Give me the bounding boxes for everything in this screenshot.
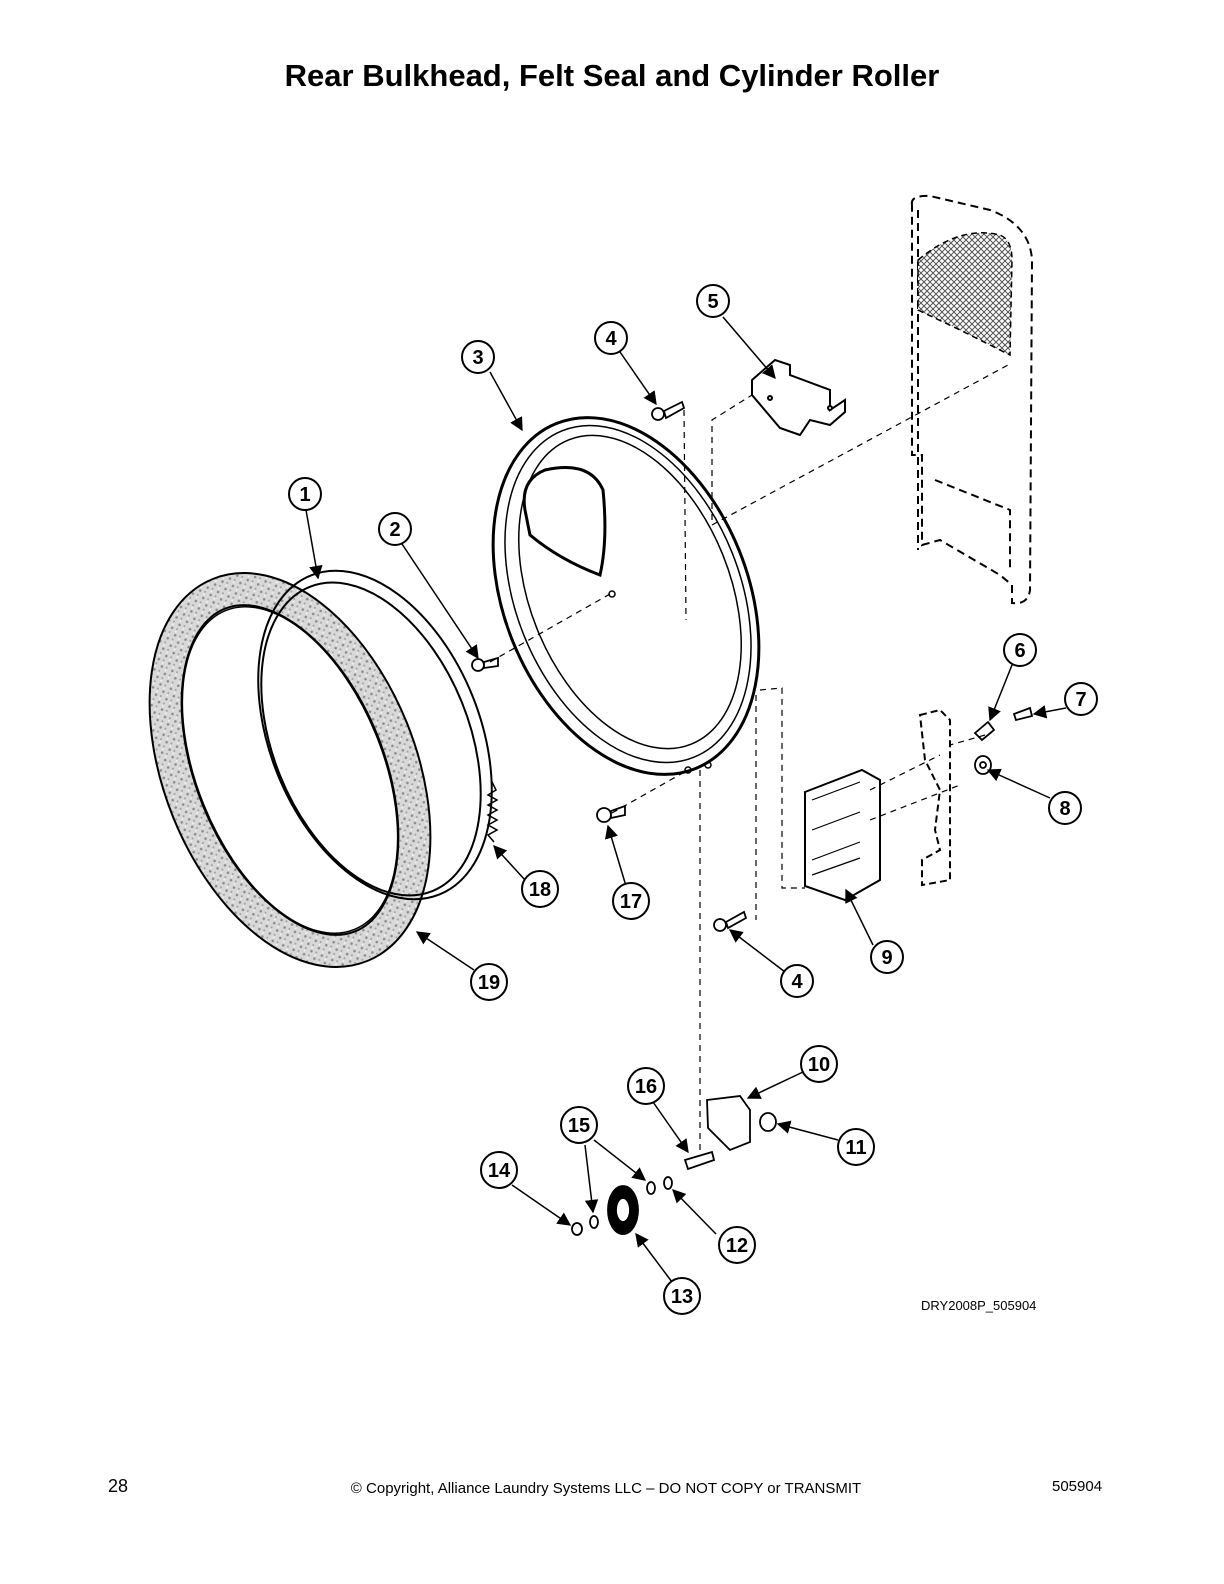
washer-15b <box>589 1215 599 1229</box>
svg-text:4: 4 <box>605 328 617 350</box>
rear-bulkhead <box>491 416 761 776</box>
copyright-notice: © Copyright, Alliance Laundry Systems LL… <box>350 1480 862 1497</box>
svg-text:6: 6 <box>1014 640 1025 662</box>
callout-7: 7 <box>1064 682 1098 716</box>
svg-text:5: 5 <box>707 291 718 313</box>
callout-14: 14 <box>480 1151 518 1189</box>
page-title: Rear Bulkhead, Felt Seal and Cylinder Ro… <box>284 58 940 93</box>
svg-text:9: 9 <box>881 947 892 969</box>
screw-17 <box>596 804 626 823</box>
svg-text:2: 2 <box>389 519 400 541</box>
callout-18: 18 <box>521 870 559 908</box>
screw-4-lower <box>713 910 748 932</box>
callout-12: 12 <box>718 1226 756 1264</box>
callout-16: 16 <box>627 1067 665 1105</box>
roller-shaft <box>683 1150 716 1171</box>
svg-text:14: 14 <box>488 1160 511 1182</box>
tension-spring <box>486 781 499 843</box>
svg-text:13: 13 <box>671 1286 693 1308</box>
callout-4-lower: 4 <box>780 964 814 998</box>
callout-9: 9 <box>870 940 904 974</box>
svg-text:12: 12 <box>726 1235 748 1257</box>
callout-11: 11 <box>837 1128 875 1166</box>
svg-text:15: 15 <box>568 1115 590 1137</box>
callout-17: 17 <box>612 882 650 920</box>
callout-6: 6 <box>1003 633 1037 667</box>
svg-text:16: 16 <box>635 1076 657 1098</box>
document-number: 505904 <box>1052 1478 1103 1495</box>
svg-text:1: 1 <box>299 484 310 506</box>
callout-2: 2 <box>378 512 412 546</box>
roller-mounting-plate <box>804 768 881 902</box>
washer-15a <box>646 1181 656 1195</box>
svg-text:18: 18 <box>529 879 551 901</box>
roller-bracket <box>706 1095 751 1152</box>
upper-bracket <box>751 358 846 437</box>
callout-4-upper: 4 <box>594 321 628 355</box>
svg-text:10: 10 <box>808 1054 830 1076</box>
exhaust-grille <box>917 232 1013 357</box>
screw-4-upper <box>651 400 686 421</box>
svg-text:19: 19 <box>478 972 500 994</box>
retaining-ring-14 <box>571 1222 583 1236</box>
svg-text:11: 11 <box>845 1137 866 1159</box>
screw-6 <box>973 720 996 742</box>
svg-text:7: 7 <box>1075 689 1086 711</box>
callout-5: 5 <box>696 284 730 318</box>
screw-7 <box>1012 706 1034 722</box>
callout-1: 1 <box>288 477 322 511</box>
nut-8 <box>974 755 992 775</box>
callout-13: 13 <box>663 1277 701 1315</box>
svg-text:8: 8 <box>1059 798 1070 820</box>
callout-8: 8 <box>1048 791 1082 825</box>
page-number: 28 <box>108 1476 129 1496</box>
alignment-lines <box>489 364 1009 1150</box>
callouts: 1 2 3 4 5 6 7 8 9 4 10 11 12 13 14 15 16… <box>288 284 1098 1315</box>
callout-19: 19 <box>470 963 508 1001</box>
felt-seal <box>148 572 432 968</box>
cabinet-bracket <box>918 708 951 887</box>
callout-3: 3 <box>461 340 495 374</box>
svg-text:3: 3 <box>472 347 483 369</box>
washer-12 <box>663 1176 673 1190</box>
figure-code: DRY2008P_505904 <box>921 1298 1037 1313</box>
screw-2 <box>471 656 499 672</box>
callout-10: 10 <box>800 1045 838 1083</box>
roller-assembly <box>571 1095 777 1236</box>
svg-text:17: 17 <box>620 891 642 913</box>
callout-leaders <box>305 316 1067 1283</box>
svg-text:4: 4 <box>791 971 803 993</box>
nut-11 <box>759 1112 777 1132</box>
callout-15: 15 <box>560 1106 598 1144</box>
